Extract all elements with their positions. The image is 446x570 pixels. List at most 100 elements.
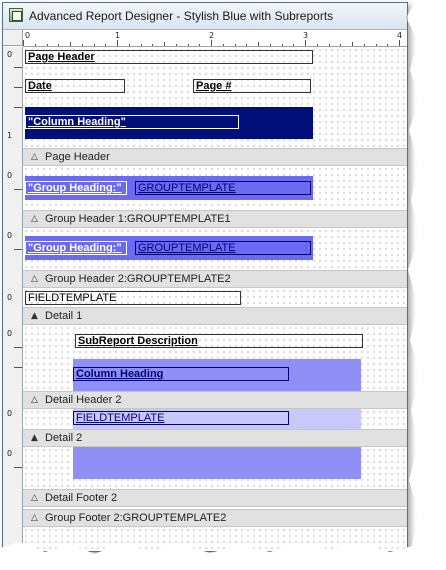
band-detail-1[interactable] xyxy=(23,288,407,307)
ruler-tick xyxy=(117,40,118,46)
ruler-tick xyxy=(399,40,400,46)
group1-template-field[interactable]: GROUPTEMPLATE xyxy=(135,181,311,195)
ruler-tick xyxy=(81,44,83,46)
ruler-number: 0 xyxy=(7,449,13,458)
ruler-number: 0 xyxy=(7,409,13,418)
band-separator-group-header-1[interactable]: △ Group Header 1:GROUPTEMPLATE1 xyxy=(23,210,407,228)
band-separator-detail-2[interactable]: ▲ Detail 2 xyxy=(23,429,407,447)
ruler-tick xyxy=(234,44,236,46)
ruler-tick xyxy=(328,44,330,46)
ruler-tick xyxy=(14,189,22,190)
vertical-ruler: 0 1 0 0 0 0 0 0 xyxy=(3,47,23,551)
band-separator-group-header-2[interactable]: △ Group Header 2:GROUPTEMPLATE2 xyxy=(23,270,407,288)
report-designer-window: Advanced Report Designer - Stylish Blue … xyxy=(2,2,408,552)
subreport-description-field[interactable]: SubReport Description xyxy=(75,334,363,348)
detail-footer-fill xyxy=(73,447,361,479)
ruler-tick xyxy=(175,44,177,46)
triangle-up-icon[interactable]: △ xyxy=(31,493,38,503)
ruler-number: 0 xyxy=(7,293,13,302)
triangle-up-icon[interactable]: △ xyxy=(31,152,38,162)
ruler-corner xyxy=(3,30,23,46)
ruler-tick xyxy=(23,40,24,46)
ruler-tick xyxy=(46,44,48,46)
ruler-tick xyxy=(93,44,95,46)
report-designer-icon[interactable] xyxy=(9,8,23,22)
ruler-tick xyxy=(58,44,60,46)
ruler-tick xyxy=(281,44,283,46)
band-label: Group Footer 2:GROUPTEMPLATE2 xyxy=(45,512,227,524)
group1-fill xyxy=(25,176,313,200)
band-label: Detail 1 xyxy=(45,310,83,322)
band-separator-detail-1[interactable]: ▲ Detail 1 xyxy=(23,307,407,325)
detail2-field[interactable]: FIELDTEMPLATE xyxy=(73,411,289,425)
ruler-number: 1 xyxy=(115,31,121,40)
ruler-tick xyxy=(269,44,271,46)
ruler-tick xyxy=(14,87,22,88)
band-separator-page-header[interactable]: △ Page Header xyxy=(23,148,407,166)
ruler-tick xyxy=(164,42,165,46)
band-label: Detail Footer 2 xyxy=(45,492,118,504)
ruler-tick xyxy=(375,44,377,46)
triangle-up-icon[interactable]: △ xyxy=(31,274,38,284)
band-label: Detail 2 xyxy=(45,432,83,444)
triangle-filled-icon[interactable]: ▲ xyxy=(31,433,38,443)
triangle-filled-icon[interactable]: ▲ xyxy=(31,311,38,321)
page-number-field[interactable]: Page # xyxy=(193,79,311,93)
ruler-tick xyxy=(14,467,22,468)
ruler-tick xyxy=(211,40,212,46)
ruler-tick xyxy=(316,44,318,46)
ruler-number: 0 xyxy=(7,50,13,59)
horizontal-ruler: 0 1 2 3 4 xyxy=(23,30,407,47)
column-heading-fill xyxy=(25,107,313,139)
band-separator-group-footer-2[interactable]: △ Group Footer 2:GROUPTEMPLATE2 xyxy=(23,509,407,527)
band-separator-detail-header-2[interactable]: △ Detail Header 2 xyxy=(23,391,407,409)
ruler-tick xyxy=(14,367,22,368)
ruler-tick xyxy=(187,44,189,46)
ruler-tick xyxy=(387,44,389,46)
band-label: Page Header xyxy=(45,151,110,163)
subreport-heading-fill xyxy=(73,359,361,391)
ruler-tick xyxy=(199,44,201,46)
report-canvas[interactable]: Page Header Date Page # "Column Heading"… xyxy=(23,47,407,551)
ruler-tick xyxy=(128,44,130,46)
ruler-tick xyxy=(14,67,22,68)
triangle-up-icon[interactable]: △ xyxy=(31,513,38,523)
band-label: Group Header 2:GROUPTEMPLATE2 xyxy=(45,273,231,285)
band-separator-detail-footer-2[interactable]: △ Detail Footer 2 xyxy=(23,489,407,507)
ruler-number: 1 xyxy=(7,131,13,140)
ruler-tick xyxy=(14,107,22,108)
title-bar[interactable]: Advanced Report Designer - Stylish Blue … xyxy=(3,3,407,30)
triangle-up-icon[interactable]: △ xyxy=(31,214,38,224)
ruler-number: 0 xyxy=(7,171,13,180)
column-heading-field[interactable]: "Column Heading" xyxy=(25,115,239,129)
ruler-tick xyxy=(246,44,248,46)
ruler-tick xyxy=(363,44,365,46)
ruler-tick xyxy=(340,44,342,46)
ruler-number: 2 xyxy=(209,31,215,40)
ruler-tick xyxy=(105,44,107,46)
group2-fill xyxy=(25,236,313,260)
ruler-tick xyxy=(140,44,142,46)
ruler-number: 0 xyxy=(7,329,13,338)
ruler-number: 0 xyxy=(7,231,13,240)
ruler-tick xyxy=(152,44,154,46)
band-label: Detail Header 2 xyxy=(45,394,122,406)
ruler-tick xyxy=(293,44,295,46)
triangle-up-icon[interactable]: △ xyxy=(31,395,38,405)
page-header-title-field[interactable]: Page Header xyxy=(25,50,313,64)
ruler-tick xyxy=(14,347,22,348)
ruler-number: 4 xyxy=(397,31,403,40)
detail1-field[interactable]: FIELDTEMPLATE xyxy=(25,291,241,305)
ruler-tick xyxy=(222,44,224,46)
group2-heading-field[interactable]: "Group Heading:" xyxy=(25,241,127,255)
ruler-number: 0 xyxy=(25,31,31,40)
band-label: Group Header 1:GROUPTEMPLATE1 xyxy=(45,213,231,225)
ruler-tick xyxy=(70,42,71,46)
group1-heading-field[interactable]: "Group Heading:" xyxy=(25,181,127,195)
window-title: Advanced Report Designer - Stylish Blue … xyxy=(29,9,334,23)
ruler-number: 3 xyxy=(303,31,309,40)
date-field[interactable]: Date xyxy=(25,79,125,93)
group2-template-field[interactable]: GROUPTEMPLATE xyxy=(135,241,311,255)
subreport-column-heading-field[interactable]: Column Heading xyxy=(73,367,289,381)
ruler-tick xyxy=(305,40,306,46)
